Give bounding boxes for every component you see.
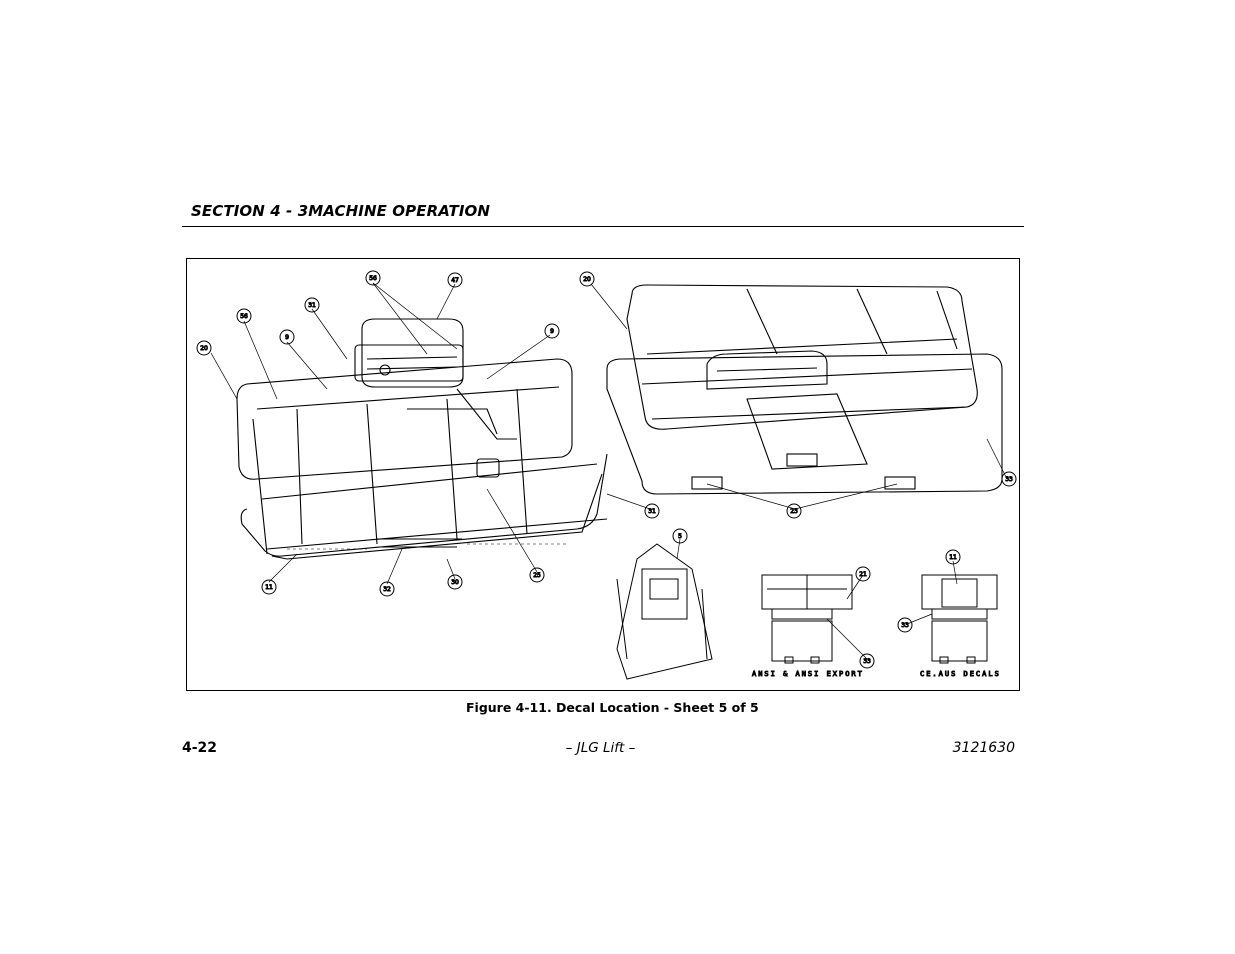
svg-text:20: 20: [200, 345, 208, 352]
ansi-detail-label: ANSI & ANSI EXPORT: [752, 670, 864, 678]
svg-text:23: 23: [790, 508, 798, 515]
right-platform-drawing: [606, 284, 1003, 495]
svg-text:21: 21: [859, 571, 867, 578]
callout: 33: [897, 617, 913, 633]
svg-text:11: 11: [949, 554, 957, 561]
callout: 30: [447, 574, 463, 590]
callout: 5: [672, 528, 688, 544]
svg-text:20: 20: [583, 276, 591, 283]
callout: 47: [447, 272, 463, 288]
callout: 33: [1001, 471, 1017, 487]
figure-caption: Figure 4-11. Decal Location - Sheet 5 of…: [466, 700, 759, 715]
left-platform-drawing: [236, 318, 608, 560]
document-number: 3121630: [952, 740, 1015, 756]
ansi-detail-drawing: [761, 574, 853, 664]
svg-text:33: 33: [863, 658, 871, 665]
svg-text:25: 25: [533, 572, 541, 579]
callout: 56: [365, 270, 381, 286]
svg-text:9: 9: [285, 334, 289, 341]
callout: 31: [644, 503, 660, 519]
svg-text:56: 56: [369, 275, 377, 282]
callout: 56: [236, 308, 252, 324]
callout: 20: [196, 340, 212, 356]
page-number: 4-22: [182, 740, 218, 756]
svg-text:9: 9: [550, 328, 554, 335]
svg-text:5: 5: [678, 533, 682, 540]
callout: 20: [579, 271, 595, 287]
callouts: 20 56 31 9 56 47 9 20 20 33 31 11 32 30 …: [196, 270, 1017, 669]
callout: 9: [544, 323, 560, 339]
callout: 23: [786, 503, 802, 519]
callout: 11: [261, 579, 277, 595]
decal-location-figure: 20 56 31 9 56 47 9 20 20 33 31 11 32 30 …: [186, 258, 1020, 691]
section-title: SECTION 4 - 3MACHINE OPERATION: [191, 202, 491, 220]
callout: 9: [279, 329, 295, 345]
svg-text:33: 33: [901, 622, 909, 629]
svg-text:31: 31: [648, 508, 656, 515]
header-rule: [182, 226, 1024, 227]
callout: 32: [379, 581, 395, 597]
rail-detail-drawing: [616, 543, 713, 680]
callout: 31: [304, 297, 320, 313]
ce-detail-label: CE.AUS DECALS: [920, 670, 1001, 678]
svg-text:20: 20: [200, 345, 208, 352]
svg-text:30: 30: [451, 579, 459, 586]
footer-center-text: – JLG Lift –: [565, 740, 636, 756]
svg-text:47: 47: [451, 277, 459, 284]
ce-detail-drawing: [921, 574, 998, 664]
callout: 33: [859, 653, 875, 669]
callout-leaders: [210, 282, 1008, 660]
svg-text:31: 31: [308, 302, 316, 309]
svg-text:32: 32: [383, 586, 391, 593]
callout: 21: [855, 566, 871, 582]
callout: 11: [945, 549, 961, 565]
svg-text:11: 11: [265, 584, 273, 591]
svg-text:56: 56: [240, 313, 248, 320]
svg-text:33: 33: [1005, 476, 1013, 483]
callout: 25: [529, 567, 545, 583]
